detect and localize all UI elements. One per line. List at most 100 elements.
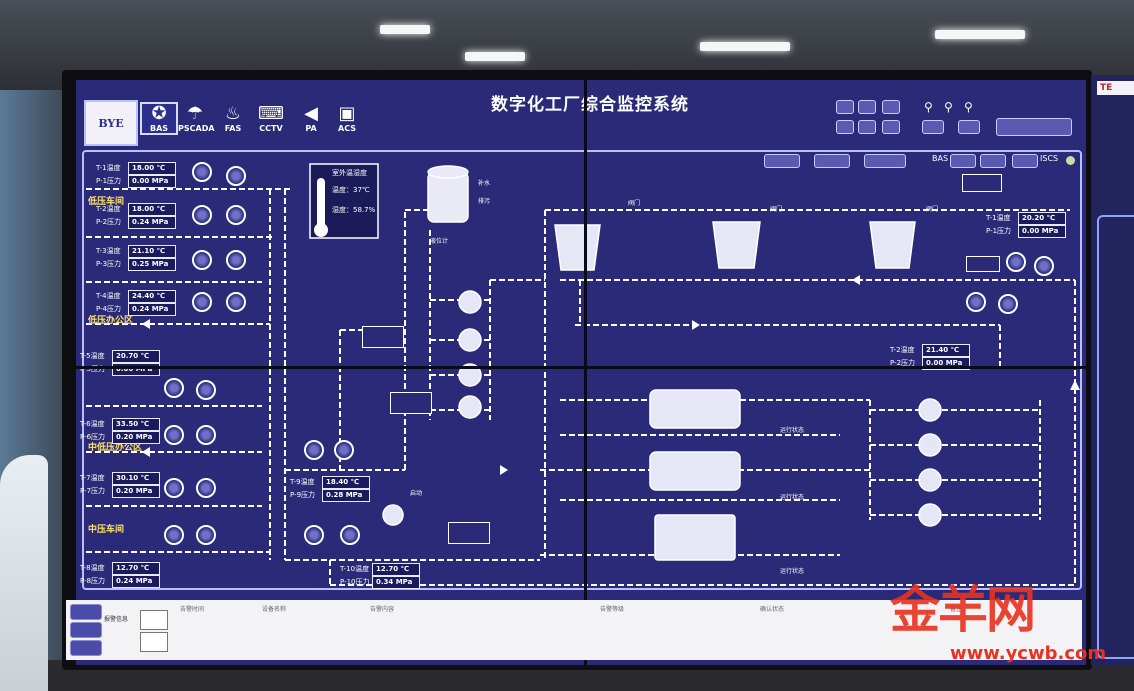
section-label: 中压车间 [88, 525, 125, 535]
weather-humidity: 湿度：58.7% [332, 206, 376, 214]
adjacent-display: TE [1088, 75, 1134, 665]
pressure-gauge [304, 440, 324, 460]
pressure-gauge [334, 440, 354, 460]
weather-title: 室外温湿度 [332, 169, 367, 177]
ceiling-light [465, 52, 525, 61]
valve-label: 阀门 [926, 206, 939, 213]
pressure-gauge [164, 525, 184, 545]
iscs-status-label: ISCS [1040, 154, 1059, 163]
pressure-gauge [196, 478, 216, 498]
pressure-gauge [164, 478, 184, 498]
ceiling-light [700, 42, 790, 51]
nav-cctv[interactable]: ⌨ CCTV [254, 103, 288, 134]
filter-button[interactable] [864, 154, 906, 168]
alarm-button[interactable] [70, 622, 102, 638]
section-label: 中低压办公区 [88, 443, 143, 453]
toolbar-button[interactable] [836, 100, 854, 114]
screen-seam [76, 366, 1086, 369]
adjacent-logo: TE [1097, 81, 1134, 95]
pressure-gauge [226, 292, 246, 312]
flow-meter-box[interactable] [966, 256, 1000, 272]
flow-meter-box[interactable] [448, 522, 490, 544]
watermark-url: www.ycwb.com [950, 643, 1107, 664]
pressure-gauge [1034, 256, 1054, 276]
logout-button[interactable] [958, 120, 980, 134]
running-status-label: 运行状态 [780, 494, 805, 501]
status-button[interactable] [980, 154, 1006, 168]
toolbar-button[interactable] [882, 100, 900, 114]
tank-drain-label: 排污 [478, 198, 491, 205]
status-button[interactable] [1012, 154, 1038, 168]
column-header: 告警等级 [600, 606, 625, 613]
diagram-frame [82, 150, 1082, 590]
toolbar-button[interactable] [882, 120, 900, 134]
login-button[interactable] [922, 120, 944, 134]
speaker-icon: ◀ [304, 103, 318, 124]
page-title: 数字化工厂综合监控系统 [491, 95, 689, 115]
pressure-gauge [196, 380, 216, 400]
filter-button[interactable] [764, 154, 800, 168]
toolbar-button[interactable] [858, 120, 876, 134]
column-header: 告警时间 [180, 606, 205, 613]
column-header: 确认状态 [760, 606, 785, 613]
nav-pscada[interactable]: ☂ PSCADA [178, 103, 215, 134]
filter-button[interactable] [814, 154, 850, 168]
status-button[interactable] [950, 154, 976, 168]
section-label: 低压车间 [88, 197, 125, 207]
alarm-indicator [140, 610, 168, 630]
alarm-panel [66, 600, 1082, 660]
ceiling-light [935, 30, 1025, 39]
nav-pa[interactable]: ◀ PA [294, 103, 328, 134]
adjacent-frame [1097, 215, 1134, 659]
flow-meter-box[interactable] [362, 326, 404, 348]
pressure-gauge [226, 250, 246, 270]
ceiling-light [380, 25, 430, 34]
weather-temp: 温度：37℃ [332, 186, 370, 194]
toolbar-button[interactable] [858, 100, 876, 114]
key-icon[interactable]: ⚲ [944, 100, 953, 114]
pressure-gauge [226, 166, 246, 186]
level-meter-label: 液位计 [430, 238, 449, 245]
key-icon[interactable]: ⚲ [924, 100, 933, 114]
section-label: 低压办公区 [88, 316, 134, 326]
pressure-gauge [164, 425, 184, 445]
flow-meter-box[interactable] [390, 392, 432, 414]
pressure-gauge [196, 525, 216, 545]
key-icon[interactable]: ⚲ [964, 100, 973, 114]
alarm-button[interactable] [70, 640, 102, 656]
column-header: 告警内容 [370, 606, 395, 613]
nav-acs[interactable]: ▣ ACS [330, 104, 364, 134]
start-label: 启动 [410, 490, 423, 497]
toolbar-button[interactable] [836, 120, 854, 134]
nav-fas[interactable]: ♨ FAS [216, 104, 250, 134]
pressure-gauge [192, 162, 212, 182]
user-info-button[interactable] [996, 118, 1072, 136]
pressure-gauge [196, 425, 216, 445]
pressure-gauge [192, 250, 212, 270]
valve-label: 阀门 [628, 200, 641, 207]
column-header: 备注 [950, 606, 963, 613]
alarm-indicator [140, 632, 168, 652]
pressure-gauge [304, 525, 324, 545]
column-header: 设备名称 [262, 606, 287, 613]
watermark-logo: 金羊网 [890, 580, 1036, 639]
pressure-gauge [966, 292, 986, 312]
camera-icon: ⌨ [258, 103, 284, 124]
umbrella-icon: ☂ [186, 103, 204, 124]
alarm-button[interactable] [70, 604, 102, 620]
pressure-gauge [192, 292, 212, 312]
screen-seam [584, 80, 587, 665]
flow-meter-box[interactable] [962, 174, 1002, 192]
nav-bas[interactable]: ✪ BAS [140, 102, 178, 135]
valve-label: 阀门 [770, 206, 783, 213]
